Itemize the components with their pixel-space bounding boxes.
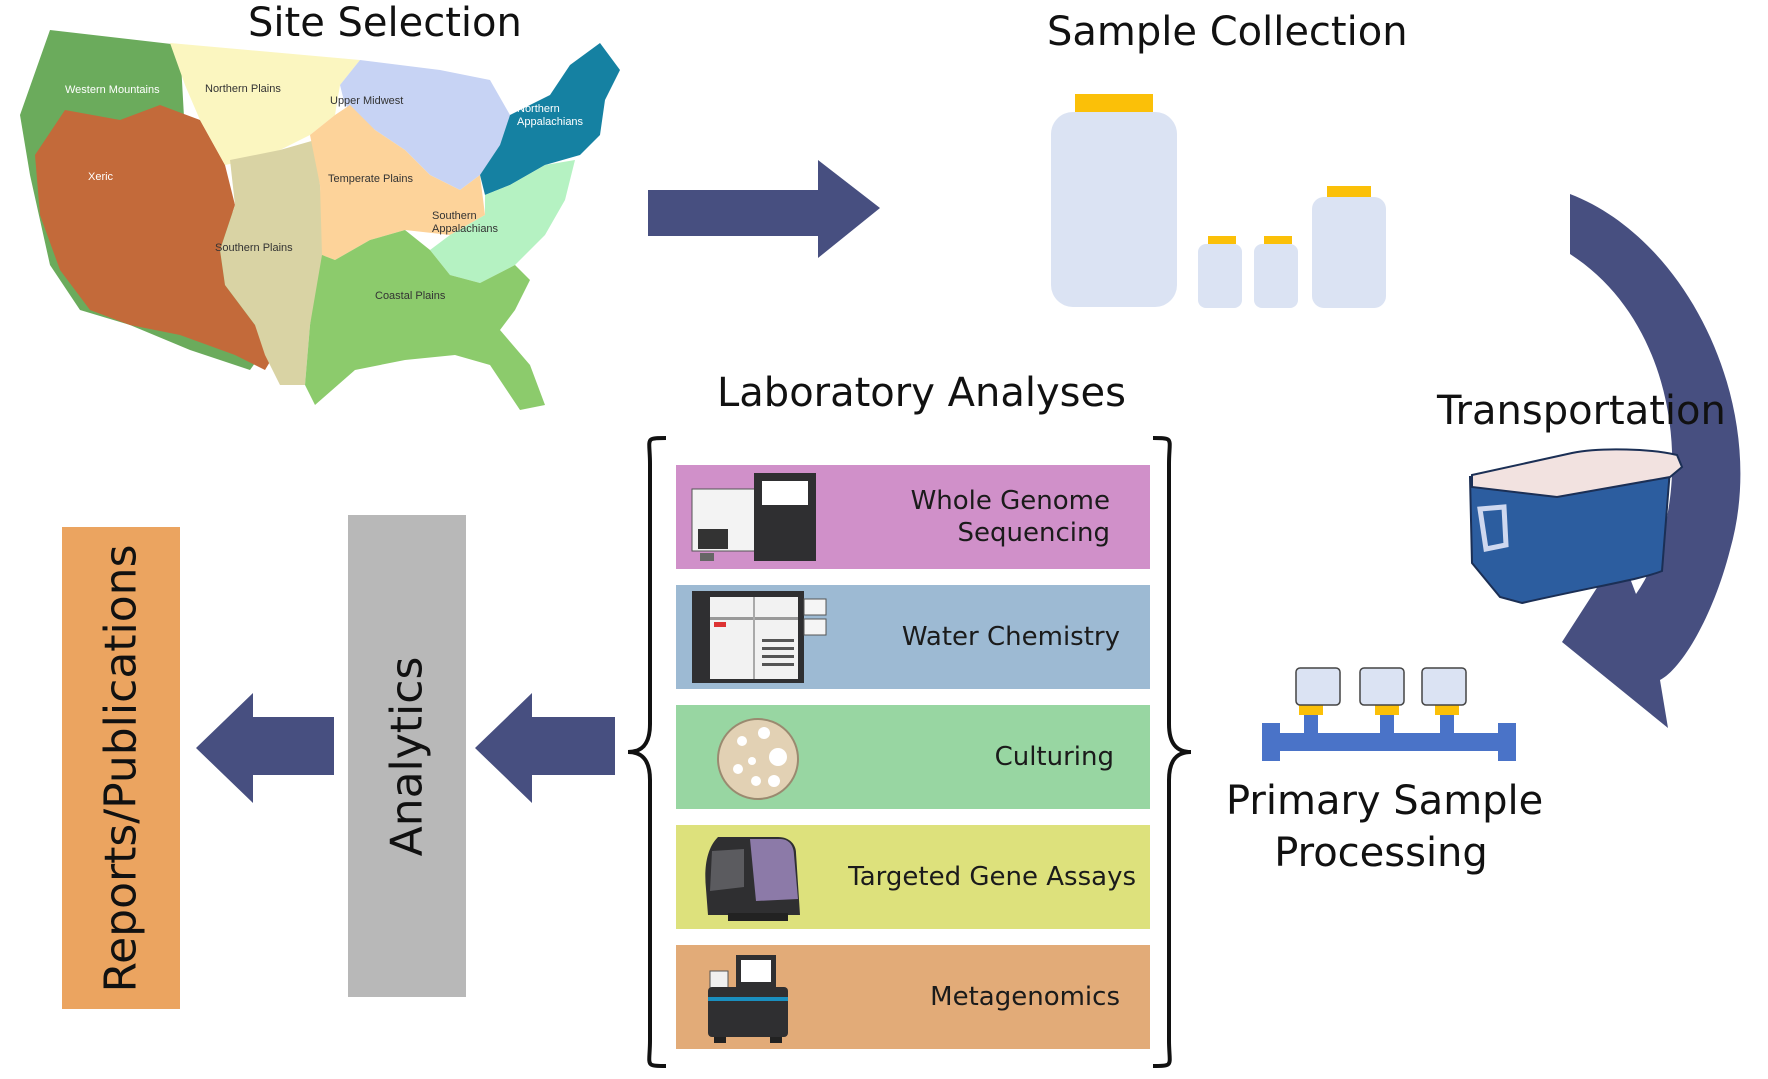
large-jar-body	[1051, 112, 1177, 307]
small-bottle-2-cap	[1264, 236, 1292, 244]
map-region-northern-plains	[170, 43, 360, 165]
small-bottle-1-cap	[1208, 236, 1236, 244]
cooler-lid	[1471, 448, 1684, 499]
map-region-southern-appalachians	[430, 160, 575, 283]
map-label-xeric: Xeric	[88, 171, 114, 183]
arrow-right-icon	[648, 160, 880, 258]
lab-label-water-chemistry: Water Chemistry	[901, 621, 1120, 652]
primary-processing-line1: Primary Sample	[1226, 778, 1544, 824]
laboratory-analyses-title: Laboratory Analyses	[717, 370, 1126, 416]
lab-item-targeted-gene-assays: Targeted Gene Assays	[676, 825, 1150, 929]
filter-unit-3	[1421, 667, 1467, 735]
sample-collection-title: Sample Collection	[1047, 9, 1408, 55]
map-label-northern-plains: Northern Plains	[205, 83, 281, 95]
left-brace-icon	[627, 436, 667, 1068]
map-label-western-mountains: Western Mountains	[65, 84, 160, 96]
site-selection-title: Site Selection	[248, 0, 522, 46]
map-label-southern-appalachians: Southern Appalachians	[432, 210, 499, 235]
map-label-northern-appalachians-line1: Northern	[517, 103, 560, 115]
analytics-bar: Analytics	[348, 515, 466, 997]
petri-dish-icon	[717, 718, 799, 800]
map-region-southern-plains	[220, 140, 325, 385]
large-jar-cap	[1075, 94, 1153, 112]
lab-label-whole-genome-sequencing: Whole Genome Sequencing	[910, 485, 1110, 549]
map-region-temperate-plains	[310, 105, 485, 260]
map-label-northern-appalachians: Northern Appalachians	[517, 103, 584, 128]
map-label-temperate-plains: Temperate Plains	[328, 173, 413, 185]
analytics-label: Analytics	[381, 656, 433, 856]
analyzer-icon	[692, 591, 827, 683]
filter-unit-1	[1295, 667, 1341, 735]
cooler-body	[1468, 467, 1672, 605]
sequencer-icon	[691, 473, 816, 561]
sample-bottles-icon	[1051, 94, 1386, 308]
map-region-coastal-plains	[305, 230, 545, 410]
lab-item-water-chemistry: Water Chemistry	[676, 585, 1150, 689]
map-label-southern-appalachians-line2: Appalachians	[432, 223, 499, 235]
lab-item-metagenomics: Metagenomics	[676, 945, 1150, 1049]
manifold-end-right	[1498, 723, 1516, 761]
map-label-southern-plains: Southern Plains	[215, 242, 293, 254]
lab-item-culturing: Culturing	[676, 705, 1150, 809]
curved-arrow-icon	[1562, 194, 1741, 728]
cooler-handle	[1477, 504, 1509, 552]
lab-item-whole-genome-sequencing: Whole Genome Sequencing	[676, 465, 1150, 569]
lab-label-targeted-gene-assays: Targeted Gene Assays	[848, 861, 1136, 892]
reports-bar: Reports/Publications	[62, 527, 180, 1009]
map-label-upper-midwest: Upper Midwest	[330, 95, 403, 107]
manifold-pipe	[1270, 733, 1508, 751]
arrow-left-icon	[196, 693, 334, 803]
us-ecoregion-map: Western Mountains Northern Plains Upper …	[20, 30, 620, 410]
medium-bottle-cap	[1327, 186, 1371, 197]
map-region-upper-midwest	[340, 60, 510, 190]
primary-processing-line2: Processing	[1274, 830, 1488, 876]
transportation-title: Transportation	[1437, 388, 1726, 434]
map-region-northern-appalachians	[480, 43, 620, 195]
small-bottle-1-body	[1198, 244, 1242, 308]
primary-processing-title: Primary Sample Processing	[1226, 775, 1543, 879]
map-label-northern-appalachians-line2: Appalachians	[517, 116, 584, 128]
pcr-machine-icon	[705, 837, 800, 921]
lab-label-metagenomics: Metagenomics	[930, 981, 1120, 1012]
manifold-end-left	[1262, 723, 1280, 761]
filter-unit-2	[1359, 667, 1405, 735]
medium-bottle-body	[1312, 197, 1386, 308]
reports-label: Reports/Publications	[95, 544, 147, 992]
map-label-southern-appalachians-line1: Southern	[432, 210, 477, 222]
cooler-icon	[1468, 448, 1684, 605]
filtration-manifold-icon	[1262, 667, 1516, 761]
lab-label-culturing: Culturing	[994, 741, 1114, 772]
map-region-xeric	[35, 105, 280, 370]
arrow-left-icon	[475, 693, 615, 803]
minion-device-icon	[708, 955, 788, 1043]
right-brace-icon	[1152, 436, 1192, 1068]
small-bottle-2-body	[1254, 244, 1298, 308]
map-label-coastal-plains: Coastal Plains	[375, 290, 446, 302]
